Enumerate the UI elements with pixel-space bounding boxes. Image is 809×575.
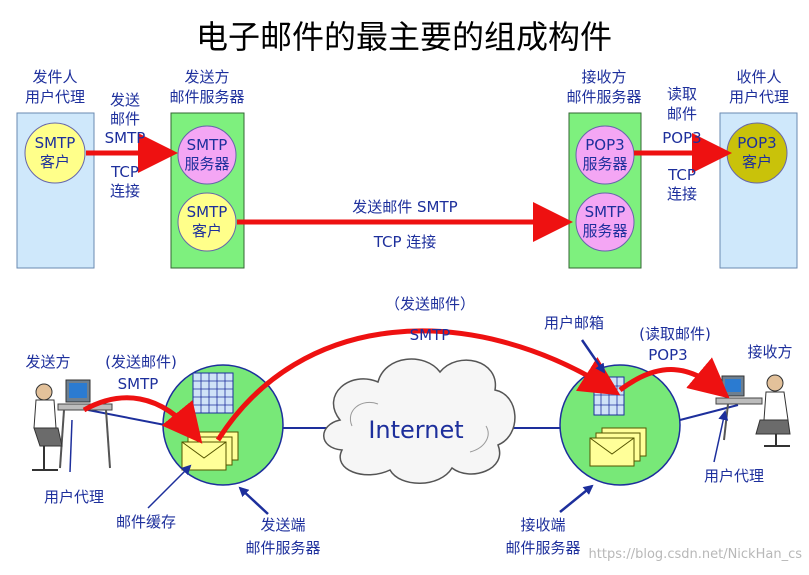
tcp-label-1b: 连接 <box>110 182 140 200</box>
sender-server-label-1: 发送方 <box>184 68 229 86</box>
pop3-client-text-1: POP3 <box>737 134 776 152</box>
smtp-server-text-2: 服务器 <box>184 155 229 173</box>
receiver-agent-label-2: 用户代理 <box>729 88 789 106</box>
mailbox-label: 用户邮箱 <box>544 314 604 332</box>
send-label-2: 邮件 <box>110 110 140 128</box>
send-label-1: 发送 <box>110 91 140 109</box>
read-label-1: 读取 <box>667 85 697 103</box>
receiver-server-label-1: 接收方 <box>581 68 626 86</box>
user-agent-right-label: 用户代理 <box>704 467 764 485</box>
internet-label: Internet <box>368 416 463 444</box>
recv-envelope-icon <box>589 427 647 467</box>
smtp-server-text-1: SMTP <box>187 136 228 154</box>
pointer-send-server <box>238 486 269 515</box>
smtp-client-2-text-1: SMTP <box>187 203 228 221</box>
user-agent-left-label: 用户代理 <box>44 488 104 506</box>
internet-cloud <box>323 358 516 484</box>
pop3-server-text-2: 服务器 <box>582 155 627 173</box>
smtp-left-label: SMTP <box>118 375 159 393</box>
pointer-mailbox <box>580 339 606 374</box>
pop3-label: POP3 <box>648 346 687 364</box>
receiver-server-label-2: 邮件服务器 <box>566 88 641 106</box>
read-label-2: 邮件 <box>667 105 697 123</box>
receiver-label: 接收方 <box>747 343 792 361</box>
link-sender-server <box>87 409 166 426</box>
sender-server-label-2: 邮件服务器 <box>169 88 244 106</box>
mid-label-2: TCP 连接 <box>373 233 437 251</box>
receiver-workstation-icon <box>715 374 791 447</box>
mid-label-1: 发送邮件 SMTP <box>352 198 457 216</box>
send-server-label-1: 发送端 <box>260 516 305 534</box>
page-title: 电子邮件的最主要的组成构件 <box>196 18 612 56</box>
pop3-client-text-2: 客户 <box>742 153 772 171</box>
pointer-recv-server <box>559 484 594 513</box>
send-label-3: SMTP <box>105 129 146 147</box>
pointer-user-agent-left <box>69 419 73 473</box>
mail-cache-envelope-icon <box>181 431 239 471</box>
tcp-label-2b: 连接 <box>667 185 697 203</box>
pop3-server-text-1: POP3 <box>585 136 624 154</box>
sender-agent-label-1: 发件人 <box>32 68 77 86</box>
smtp-server-circle-2 <box>575 192 635 252</box>
send-server-label-2: 邮件服务器 <box>245 539 320 557</box>
link-server-receiver <box>679 404 739 421</box>
arrow-pop3-read <box>618 357 730 399</box>
smtp-top-label: SMTP <box>410 326 451 344</box>
send-mail-left-label: (发送邮件) <box>105 353 177 371</box>
tcp-label-2a: TCP <box>667 166 696 184</box>
recv-server-label-1: 接收端 <box>520 516 565 534</box>
sender-label: 发送方 <box>25 353 70 371</box>
smtp-client-text-2: 客户 <box>40 153 70 171</box>
pointer-mail-cache <box>147 464 192 509</box>
pointer-user-agent-right <box>713 410 729 463</box>
read-label-3: POP3 <box>662 129 701 147</box>
mail-cache-label: 邮件缓存 <box>116 513 176 531</box>
arrow-submit-mail <box>82 395 203 444</box>
arrow-smtp-relay <box>215 328 621 442</box>
tcp-label-1a: TCP <box>110 163 139 181</box>
smtp-server-2-text-1: SMTP <box>585 203 626 221</box>
watermark: https://blog.csdn.net/NickHan_cs <box>589 547 803 562</box>
smtp-client-circle <box>24 122 86 184</box>
send-mail-top-label: （发送邮件） <box>385 295 475 313</box>
smtp-client-2-text-2: 客户 <box>192 222 222 240</box>
read-mail-label: (读取邮件) <box>639 325 711 343</box>
smtp-server-circle <box>177 125 237 185</box>
sender-agent-label-2: 用户代理 <box>25 88 85 106</box>
recv-server-label-2: 邮件服务器 <box>505 539 580 557</box>
smtp-server-2-text-2: 服务器 <box>582 222 627 240</box>
receiver-agent-label-1: 收件人 <box>736 68 781 86</box>
smtp-client-circle-2 <box>177 192 237 252</box>
smtp-client-text-1: SMTP <box>35 134 76 152</box>
send-server-grid-icon <box>192 372 234 414</box>
